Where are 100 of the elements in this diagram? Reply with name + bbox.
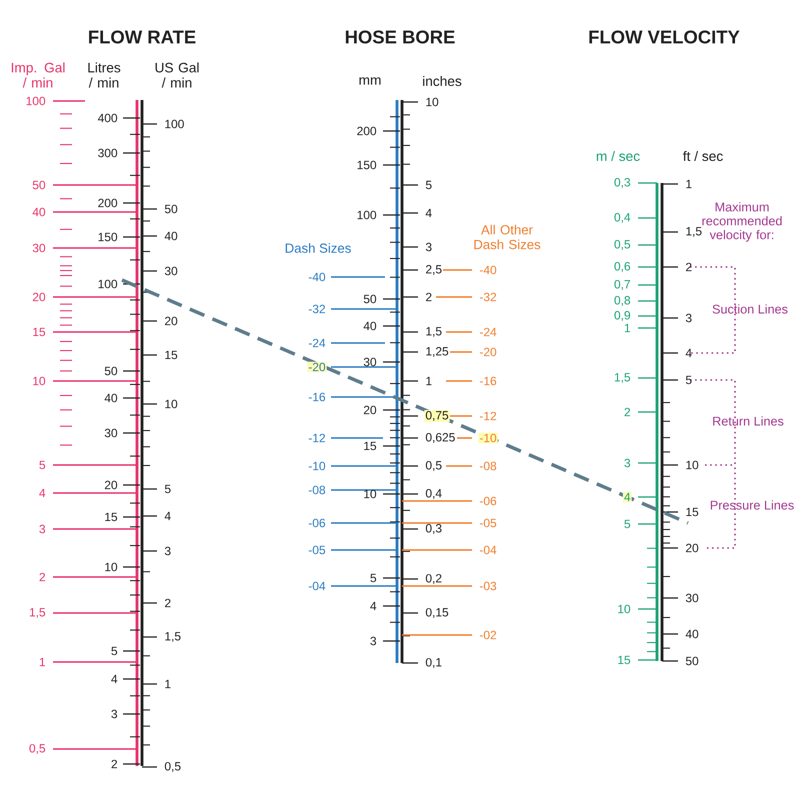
scale-label: 20 [32, 292, 46, 302]
scale-label: 100 [165, 120, 184, 128]
dash-size-label: -40 [480, 266, 496, 274]
scale-label: 1 [165, 680, 170, 688]
scale-label: 40 [164, 232, 178, 240]
bracket-label: Pressure Lines [710, 500, 794, 510]
scale-label: 40 [364, 322, 376, 330]
scale-heading: FLOW RATE [89, 30, 196, 44]
scale-label: 10 [618, 604, 630, 614]
scale-label: 3 [426, 242, 432, 252]
scale-label: 0,5 [426, 461, 442, 471]
scale-label: 20 [104, 480, 118, 490]
scale-label: 3 [624, 458, 630, 468]
dash-size-label: -20 [307, 362, 327, 372]
scale-label: 5 [426, 180, 432, 190]
bracket-label: Return Lines [713, 416, 784, 426]
scale-label: 1,5 [30, 608, 46, 618]
scale-label: 10 [105, 562, 118, 572]
scale-label: 5 [39, 460, 46, 470]
unit-label: Litres / min [88, 62, 120, 88]
dash-size-label: -12 [308, 434, 326, 442]
dash-size-label: -12 [480, 412, 496, 420]
scale-label: 0,75 [424, 410, 450, 422]
unit-label: m / sec [596, 150, 640, 162]
scale-label: 1 [40, 658, 45, 666]
scale-label: 2 [40, 572, 45, 582]
dash-size-label: -03 [480, 582, 496, 590]
scale-label: 300 [98, 148, 118, 158]
unit-label: ft / sec [683, 150, 723, 162]
scale-label: 1,5 [614, 373, 630, 383]
scale-label: 3 [370, 636, 376, 646]
scale-label: 30 [364, 358, 376, 366]
scale-label: 1,25 [426, 347, 448, 357]
scale-label: 1,5 [686, 227, 702, 237]
scale-label: 400 [98, 114, 118, 122]
scale-label: 4 [111, 674, 118, 684]
scale-heading: FLOW VELOCITY [589, 30, 740, 44]
scale-label: 15 [33, 328, 46, 336]
scale-label: 2 [112, 760, 118, 768]
scale-label: 30 [32, 244, 46, 252]
scale-label: 2 [426, 292, 432, 302]
scale-label: 4 [164, 512, 171, 520]
scale-label: 3 [686, 314, 692, 322]
note-text: Maximum recommended velocity for: [702, 202, 782, 242]
scale-label: 3 [111, 710, 118, 718]
scale-label: 100 [98, 280, 118, 288]
scale-label: 4 [370, 602, 376, 610]
dash-size-label: -16 [308, 392, 326, 402]
scale-label: 10 [686, 460, 698, 470]
scale-label: 2,5 [426, 265, 442, 275]
scale-label: 4 [426, 208, 432, 218]
scale-label: 20 [686, 544, 698, 552]
scale-label: 0,9 [614, 311, 630, 321]
scale-label: 15 [686, 508, 698, 516]
scale-label: 0,4 [614, 213, 630, 223]
scale-label: 5 [164, 484, 171, 494]
scale-label: 0,625 [426, 433, 455, 443]
scale-label: 50 [364, 294, 376, 304]
scale-label: 4 [686, 348, 692, 358]
dash-size-label: -32 [480, 292, 496, 302]
scale-label: 20 [165, 316, 178, 326]
dash-size-label: -06 [480, 496, 496, 506]
scale-label: 200 [98, 198, 118, 208]
dash-size-label: -32 [308, 304, 326, 314]
scale-label: 30 [164, 266, 178, 276]
dash-size-label: -08 [308, 486, 326, 494]
scale-label: 2 [624, 408, 630, 416]
scale-label: 0,4 [426, 489, 442, 499]
dash-size-heading: All Other Dash Sizes [474, 224, 540, 250]
scale-label: 0,5 [29, 744, 46, 754]
scale-label: 1 [426, 376, 432, 386]
scale-label: 0,3 [426, 524, 442, 534]
scale-label: 1 [686, 180, 692, 188]
scale-label: 0,5 [164, 762, 181, 772]
scale-label: 50 [686, 656, 698, 666]
scale-label: 40 [104, 394, 118, 402]
scale-label: 50 [32, 180, 46, 190]
scale-label: 10 [33, 376, 46, 386]
dash-size-label: -02 [480, 630, 496, 640]
scale-label: 3 [39, 524, 46, 534]
bracket-label: Suction Lines [712, 304, 788, 314]
dash-size-label: -40 [308, 272, 326, 282]
scale-label: 20 [364, 406, 376, 414]
scale-label: 10 [165, 400, 178, 408]
unit-label: US Gal / min [156, 62, 199, 88]
scale-label: 150 [358, 160, 376, 170]
scale-label: 40 [32, 208, 46, 216]
scale-label: 4 [622, 492, 632, 502]
dash-size-label: -10 [478, 432, 498, 444]
scale-label: 100 [26, 96, 46, 106]
dash-size-label: -05 [308, 546, 326, 554]
scale-label: 2 [686, 262, 692, 272]
scale-label: 150 [98, 232, 118, 242]
dash-size-label: -20 [480, 348, 496, 356]
scale-label: 0,8 [614, 296, 630, 306]
scale-label: 100 [358, 210, 376, 220]
scale-label: 4 [39, 488, 46, 498]
dash-size-label: -04 [480, 546, 496, 554]
scale-label: 30 [686, 594, 698, 602]
scale-label: 0,2 [426, 574, 442, 584]
